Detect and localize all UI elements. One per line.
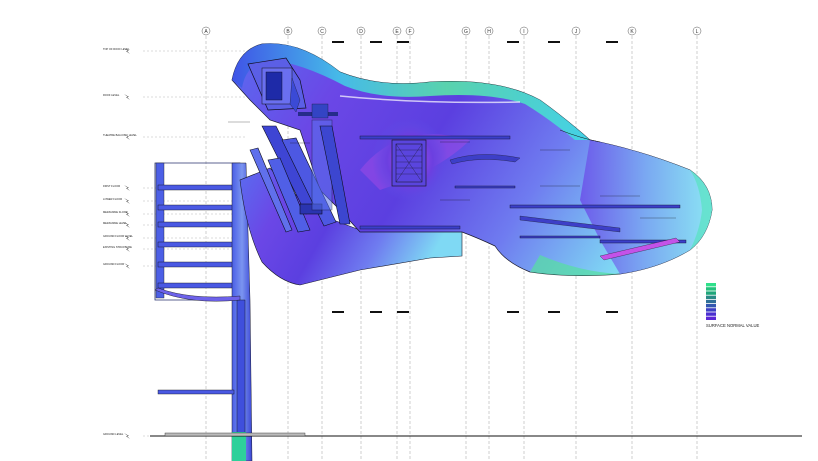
legend-swatch [706,304,716,308]
level-markers: TOP OF ROOF LEVEL ROOF LEVEL THEATRE BALCO… [103,47,245,439]
grid-axis-label: G [464,29,468,35]
section-markers [332,41,618,313]
level-marker-icon [124,185,130,191]
grid-bubble-g [461,26,471,36]
grid-axis-label: A [204,29,208,35]
grid-axis-label: I [523,29,524,35]
grid-axis-label: C [320,29,324,35]
grid-axis-label: E [395,29,399,35]
legend-swatch [706,316,716,320]
level-marker-icon [124,94,130,100]
level-label: GROUND FLOOR [103,262,124,266]
grid-axis-bubbles: A B C D E F G H I J K L [201,26,702,36]
legend-swatches [706,283,716,320]
grid-bubble-a [201,26,211,36]
level-marker-icon [124,433,130,439]
level-marker-icon [124,263,130,269]
level-marker-icon [124,48,130,54]
legend-swatch [706,295,716,299]
legend-swatch [706,308,716,312]
legend-swatch [706,312,716,316]
legend-swatch [706,283,716,287]
level-marker-icon [124,134,130,140]
level-label: GROUND LEVEL [103,432,124,436]
legend-swatch [706,287,716,291]
grid-axis-label: L [696,29,699,35]
grid-bubble-d [356,26,366,36]
grid-axis-label: F [408,29,411,35]
grid-bubble-k [627,26,637,36]
level-marker-icon [124,246,130,252]
grid-bubble-c [317,26,327,36]
grid-bubble-b [283,26,293,36]
grid-bubble-i [519,26,529,36]
level-label: MEZZANINE FLOOR [103,210,128,214]
level-label: GROUND FLOOR LEVEL [103,234,134,238]
ground-line [150,432,802,437]
level-label: MEZZANINE LEVEL [103,221,127,225]
level-label: LOWER FLOOR [103,197,122,201]
grid-axis-label: K [630,29,634,35]
level-marker-icon [124,211,130,217]
grid-bubble-f [405,26,415,36]
annotation-leaders [228,121,676,219]
grid-bubble-l [692,26,702,36]
grid-bubble-j [571,26,581,36]
main-building-body [231,43,713,286]
level-marker-icon [124,235,130,241]
stair-truss [249,119,351,233]
tower-structure [154,162,253,461]
legend-swatch [706,299,716,304]
surface-normal-legend: SURFACE NORMAL VALUE [706,283,759,328]
level-marker-icon [124,222,130,228]
level-label: THEATRE BALCONY LEVEL [103,133,137,137]
legend-title: SURFACE NORMAL VALUE [706,323,759,328]
level-label: ROOF LEVEL [103,93,120,97]
grid-bubble-e [392,26,402,36]
level-label: TOP OF ROOF LEVEL [103,47,130,51]
level-label: EXISTING STRUCTURE [103,245,132,249]
legend-swatch [706,291,716,295]
grid-axis-label: J [575,29,578,35]
grid-bubble-h [484,26,494,36]
level-label: FIRST FLOOR [103,184,120,188]
roof-plant-room [247,57,338,119]
grid-axis-label: B [286,29,290,35]
grid-axis-label: H [487,29,491,35]
grid-axis-label: D [359,29,363,35]
level-marker-icon [124,198,130,204]
